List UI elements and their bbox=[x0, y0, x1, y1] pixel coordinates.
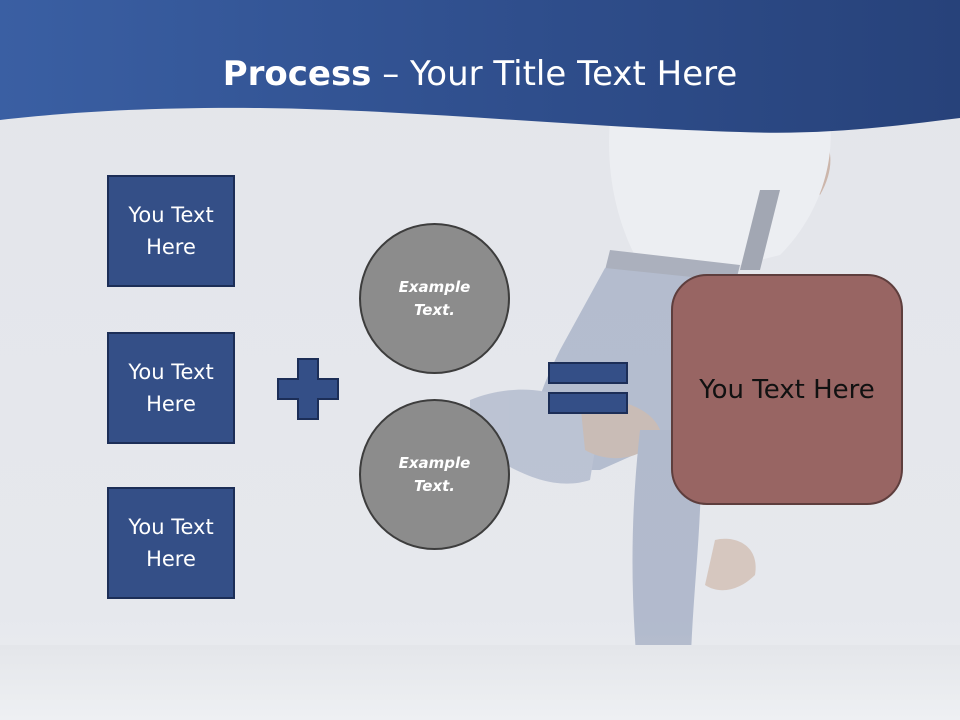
equals-icon bbox=[548, 362, 628, 414]
plus-icon bbox=[277, 358, 339, 420]
text-box-label: You Text Here bbox=[128, 360, 214, 416]
header-band bbox=[0, 0, 960, 133]
text-box-label: You Text Here bbox=[128, 515, 214, 571]
title-bold: Process bbox=[222, 54, 372, 94]
slide-title: Process – Your Title Text Here bbox=[0, 52, 960, 96]
circle-label: Example Text. bbox=[398, 277, 471, 319]
floor bbox=[0, 645, 960, 720]
result-label: You Text Here bbox=[699, 374, 875, 405]
example-circle-1: Example Text. bbox=[359, 223, 510, 374]
example-circle-2: Example Text. bbox=[359, 399, 510, 550]
text-box-2: You Text Here bbox=[107, 332, 235, 444]
circle-label: Example Text. bbox=[398, 453, 471, 495]
result-box: You Text Here bbox=[671, 274, 903, 505]
title-rest: – Your Title Text Here bbox=[371, 54, 738, 94]
text-box-label: You Text Here bbox=[128, 203, 214, 259]
text-box-1: You Text Here bbox=[107, 175, 235, 287]
text-box-3: You Text Here bbox=[107, 487, 235, 599]
